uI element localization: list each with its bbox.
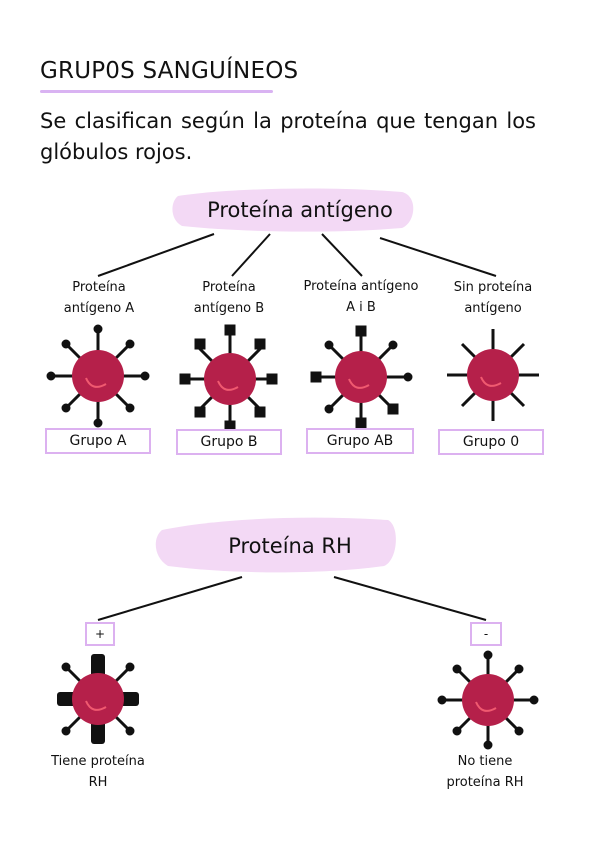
antigen-heading: Proteína antígeno (207, 198, 393, 222)
cell-rh-positive (57, 654, 139, 744)
cell-group-0 (447, 329, 539, 421)
rh-negative-desc-line2: proteína RH (446, 775, 524, 790)
rh-positive-desc-line2: RH (88, 775, 108, 790)
title-underline (40, 90, 273, 93)
group-b-desc-line2: antígeno B (193, 301, 265, 316)
connector-line (231, 233, 271, 277)
group-0-desc-line1: Sin proteína (453, 280, 533, 295)
group-a-desc-line1: Proteína (72, 280, 126, 295)
cell-group-b (179, 324, 278, 432)
heading-highlight-antigen (172, 188, 414, 232)
connector-line (321, 233, 363, 277)
rh-connectors (97, 576, 487, 621)
rh-positive-desc-line1: Tiene proteína (51, 754, 145, 769)
rh-positive-description: Tiene proteína RH (38, 751, 158, 793)
rh-positive-sign: + (85, 622, 115, 646)
group-0-description: Sin proteína antígeno (433, 277, 553, 319)
group-b-description: Proteína antígeno B (169, 277, 289, 319)
page-title: GRUP0S SANGUÍNEOS (40, 58, 299, 84)
cell-group-ab (310, 325, 413, 429)
cell-group-a (46, 324, 150, 428)
group-ab-description: Proteína antígeno A i B (291, 276, 431, 318)
group-ab-desc-line2: A i B (346, 300, 376, 315)
antigen-connectors (97, 233, 497, 277)
rh-negative-sign: - (470, 622, 502, 646)
connector-line (97, 233, 215, 277)
group-b-label: Grupo B (176, 429, 282, 455)
heading-highlight-rh (155, 517, 396, 573)
group-a-description: Proteína antígeno A (39, 277, 159, 319)
connector-line (333, 576, 487, 621)
group-a-label: Grupo A (45, 428, 151, 454)
rh-negative-desc-line1: No tiene (457, 754, 513, 769)
group-ab-label: Grupo AB (306, 428, 414, 454)
rh-negative-description: No tiene proteína RH (425, 751, 545, 793)
group-b-desc-line1: Proteína (202, 280, 256, 295)
connector-line (379, 237, 497, 277)
group-ab-desc-line1: Proteína antígeno (303, 279, 419, 294)
group-0-label: Grupo 0 (438, 429, 544, 455)
group-0-desc-line2: antígeno (464, 301, 522, 316)
group-a-desc-line2: antígeno A (63, 301, 135, 316)
rh-heading: Proteína RH (228, 534, 352, 558)
intro-text: Se clasifican según la proteína que teng… (40, 109, 536, 164)
connector-line (97, 576, 243, 621)
cell-rh-negative (437, 650, 539, 750)
